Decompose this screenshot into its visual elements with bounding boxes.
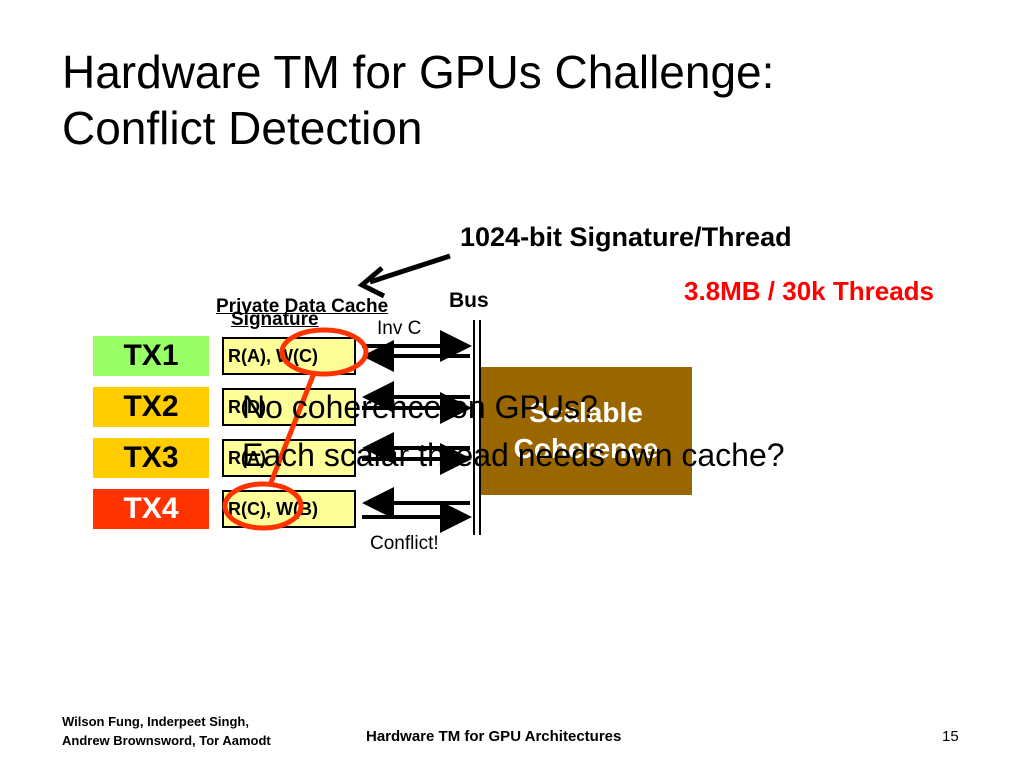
private-cache-label: Private Data Cache: [216, 296, 389, 317]
footer-authors-line-1: Wilson Fung, Inderpeet Singh,: [62, 714, 249, 729]
inv-c-label: Inv C: [377, 318, 422, 339]
tx1-label: TX1: [93, 336, 209, 376]
tx4-label: TX4: [93, 489, 209, 529]
highlight-rc: [222, 481, 304, 531]
slide-title: Hardware TM for GPUs Challenge: Conflict…: [62, 44, 962, 156]
overlay-line-2: Each scalar thread needs own cache?: [242, 437, 785, 473]
scalable-coherence-box: Scalable Coherence: [480, 367, 692, 495]
conflict-link-line: [267, 372, 317, 486]
signature-label: Signature: [231, 309, 319, 330]
title-line-1: Hardware TM for GPUs Challenge:: [62, 46, 775, 98]
footer-authors: Wilson Fung, Inderpeet Singh, Andrew Bro…: [62, 712, 271, 750]
coherence-line-2: Coherence: [513, 433, 659, 464]
tx3-label: TX3: [93, 438, 209, 478]
signature-pointer-arrow: [369, 253, 451, 285]
bus-label: Bus: [449, 289, 489, 312]
title-line-2: Conflict Detection: [62, 102, 423, 154]
signature-pointer-head: [357, 266, 386, 299]
tx2-label: TX2: [93, 387, 209, 427]
page-number: 15: [942, 728, 959, 745]
conflict-label: Conflict!: [370, 533, 439, 554]
storage-note: 3.8MB / 30k Threads: [684, 276, 934, 306]
overlay-line-1: No coherence on GPUs?: [242, 389, 598, 425]
footer-title: Hardware TM for GPU Architectures: [366, 728, 622, 745]
signature-note: 1024-bit Signature/Thread: [460, 222, 792, 252]
coherence-line-1: Scalable: [529, 397, 643, 428]
tx2-cache-entry: R(D): [222, 388, 356, 426]
highlight-wc: [279, 327, 369, 377]
footer-authors-line-2: Andrew Brownsword, Tor Aamodt: [62, 733, 271, 748]
